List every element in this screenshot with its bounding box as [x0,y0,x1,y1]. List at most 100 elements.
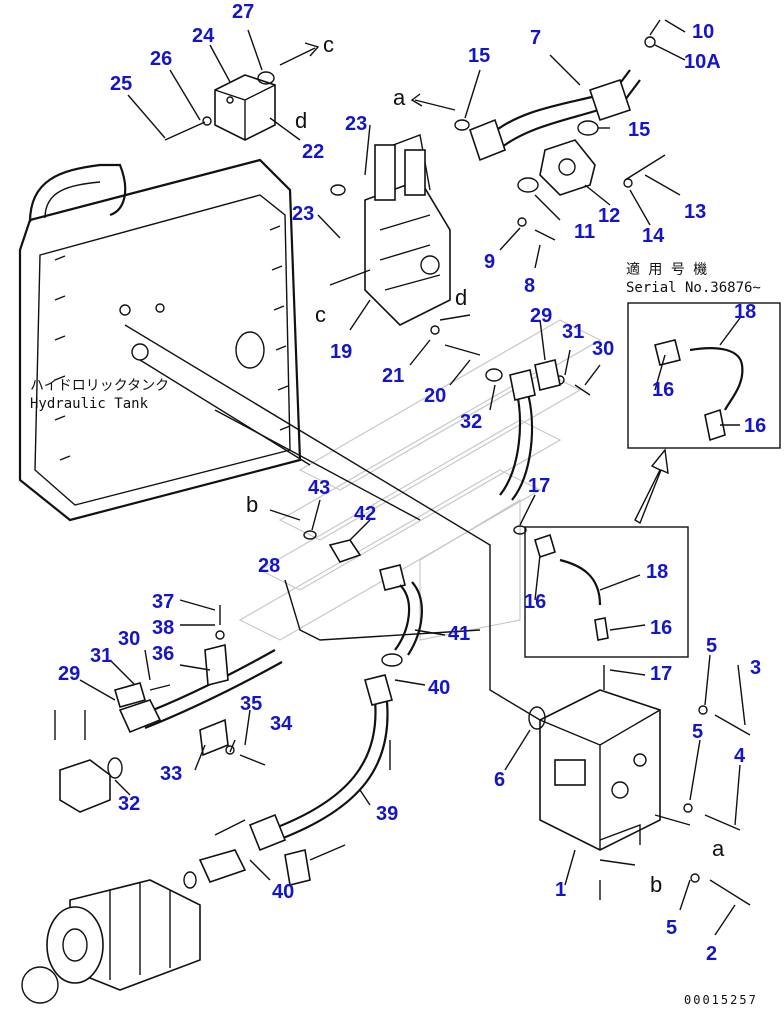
part-number-32a: 32 [460,411,482,433]
part-number-15b: 15 [628,119,650,141]
arrow-a-right [654,814,691,826]
oring-15b [454,119,470,131]
ref-letter-a-top: a [393,85,406,110]
part-number-20: 20 [424,385,446,407]
part-number-30a: 30 [592,338,614,360]
arrow-b-right [599,859,636,866]
part-number-16a: 16 [524,591,546,613]
bolt-30-top [574,384,591,396]
detail-frame-upper [627,302,781,449]
washer-14 [623,178,633,188]
tube-18-lower [559,558,602,606]
part-number-2: 2 [706,943,717,965]
part-number-27: 27 [232,1,254,23]
oring-32-top [485,368,503,382]
part-number-41: 41 [448,623,470,645]
part-number-31b: 31 [90,645,112,667]
part-number-21: 21 [382,365,404,387]
block-left [54,710,111,813]
arrow-c-mid [329,269,371,286]
ref-letter-d-top: d [295,108,307,133]
block-24 [214,74,276,141]
part-number-8: 8 [524,275,535,297]
washer-5a [698,705,708,715]
clamp-29-top [534,359,561,391]
part-number-12: 12 [598,205,620,227]
ref-letter-c-top: c [323,32,334,57]
hydraulic-tank [18,158,302,522]
part-number-43: 43 [308,477,330,499]
part-number-29a: 29 [530,305,552,327]
clamp-40 [284,849,311,886]
hose-39 [248,674,393,852]
part-number-5b: 5 [692,721,703,743]
arrow-a-top [414,99,456,111]
bolt-3 [714,714,751,736]
part-number-15a: 15 [468,45,490,67]
part-number-29b: 29 [58,663,80,685]
washer-9 [517,217,527,227]
oring-43 [303,530,317,540]
part-number-37: 37 [152,591,174,613]
part-number-17b: 17 [650,663,672,685]
washer-21 [430,325,440,335]
part-number-7: 7 [530,27,541,49]
fitting-16-lower-a [534,533,556,559]
tube-18-upper [689,347,744,411]
applicable-label: 適 用 号 機 [626,261,707,278]
part-number-1: 1 [555,879,566,901]
part-number-35: 35 [240,693,262,715]
part-number-39: 39 [376,803,398,825]
ref-letter-b-left: b [246,492,258,517]
part-number-6: 6 [494,769,505,791]
arrow-a-top-head [410,93,423,107]
part-number-40a: 40 [428,677,450,699]
tank-return-line-2 [139,359,311,466]
tank-return-line-3 [214,409,421,521]
bolt-10 [649,19,661,36]
part-number-38: 38 [152,617,174,639]
part-number-36: 36 [152,643,174,665]
bolt-4 [704,814,741,831]
pipe-28-33 [118,649,283,734]
tank-label-en: Hydraulic Tank [30,396,149,412]
control-valve-19 [364,134,451,326]
part-number-23a: 23 [345,113,367,135]
part-number-5c: 5 [666,917,677,939]
washer-5b [683,803,693,813]
washer-35 [225,745,235,755]
leader-lines [79,19,746,936]
arrow-d-mid [439,314,471,321]
oring-6 [528,706,546,730]
bolt-34 [239,754,266,766]
part-number-5a: 5 [706,635,717,657]
part-number-11: 11 [574,221,595,243]
washer-26 [202,116,212,126]
part-number-16d: 16 [744,415,766,437]
part-number-25: 25 [110,73,132,95]
part-number-33: 33 [160,763,182,785]
detail-arrow [634,448,669,525]
oring-15 [577,120,599,136]
part-number-18b: 18 [734,301,756,323]
hose-upper [499,369,536,501]
part-number-31a: 31 [562,321,584,343]
oring-11 [517,177,539,193]
detail-frame-lower [524,526,689,658]
bolt-40-right [309,844,346,861]
clamp-29-left [114,682,146,708]
fitting-42 [328,539,362,563]
bracket-36 [204,643,229,687]
main-valve-1 [539,689,661,851]
drawing-code: 00015257 [684,993,758,1007]
part-number-16c: 16 [652,379,674,401]
part-number-3: 3 [750,657,761,679]
bolt-30-left [149,684,171,691]
part-number-30b: 30 [118,628,140,650]
serial-label: Serial No.36876~ [626,280,761,296]
ref-letter-a-right: a [712,836,725,861]
part-number-18a: 18 [646,561,668,583]
tank-return-line-1 [124,324,541,721]
